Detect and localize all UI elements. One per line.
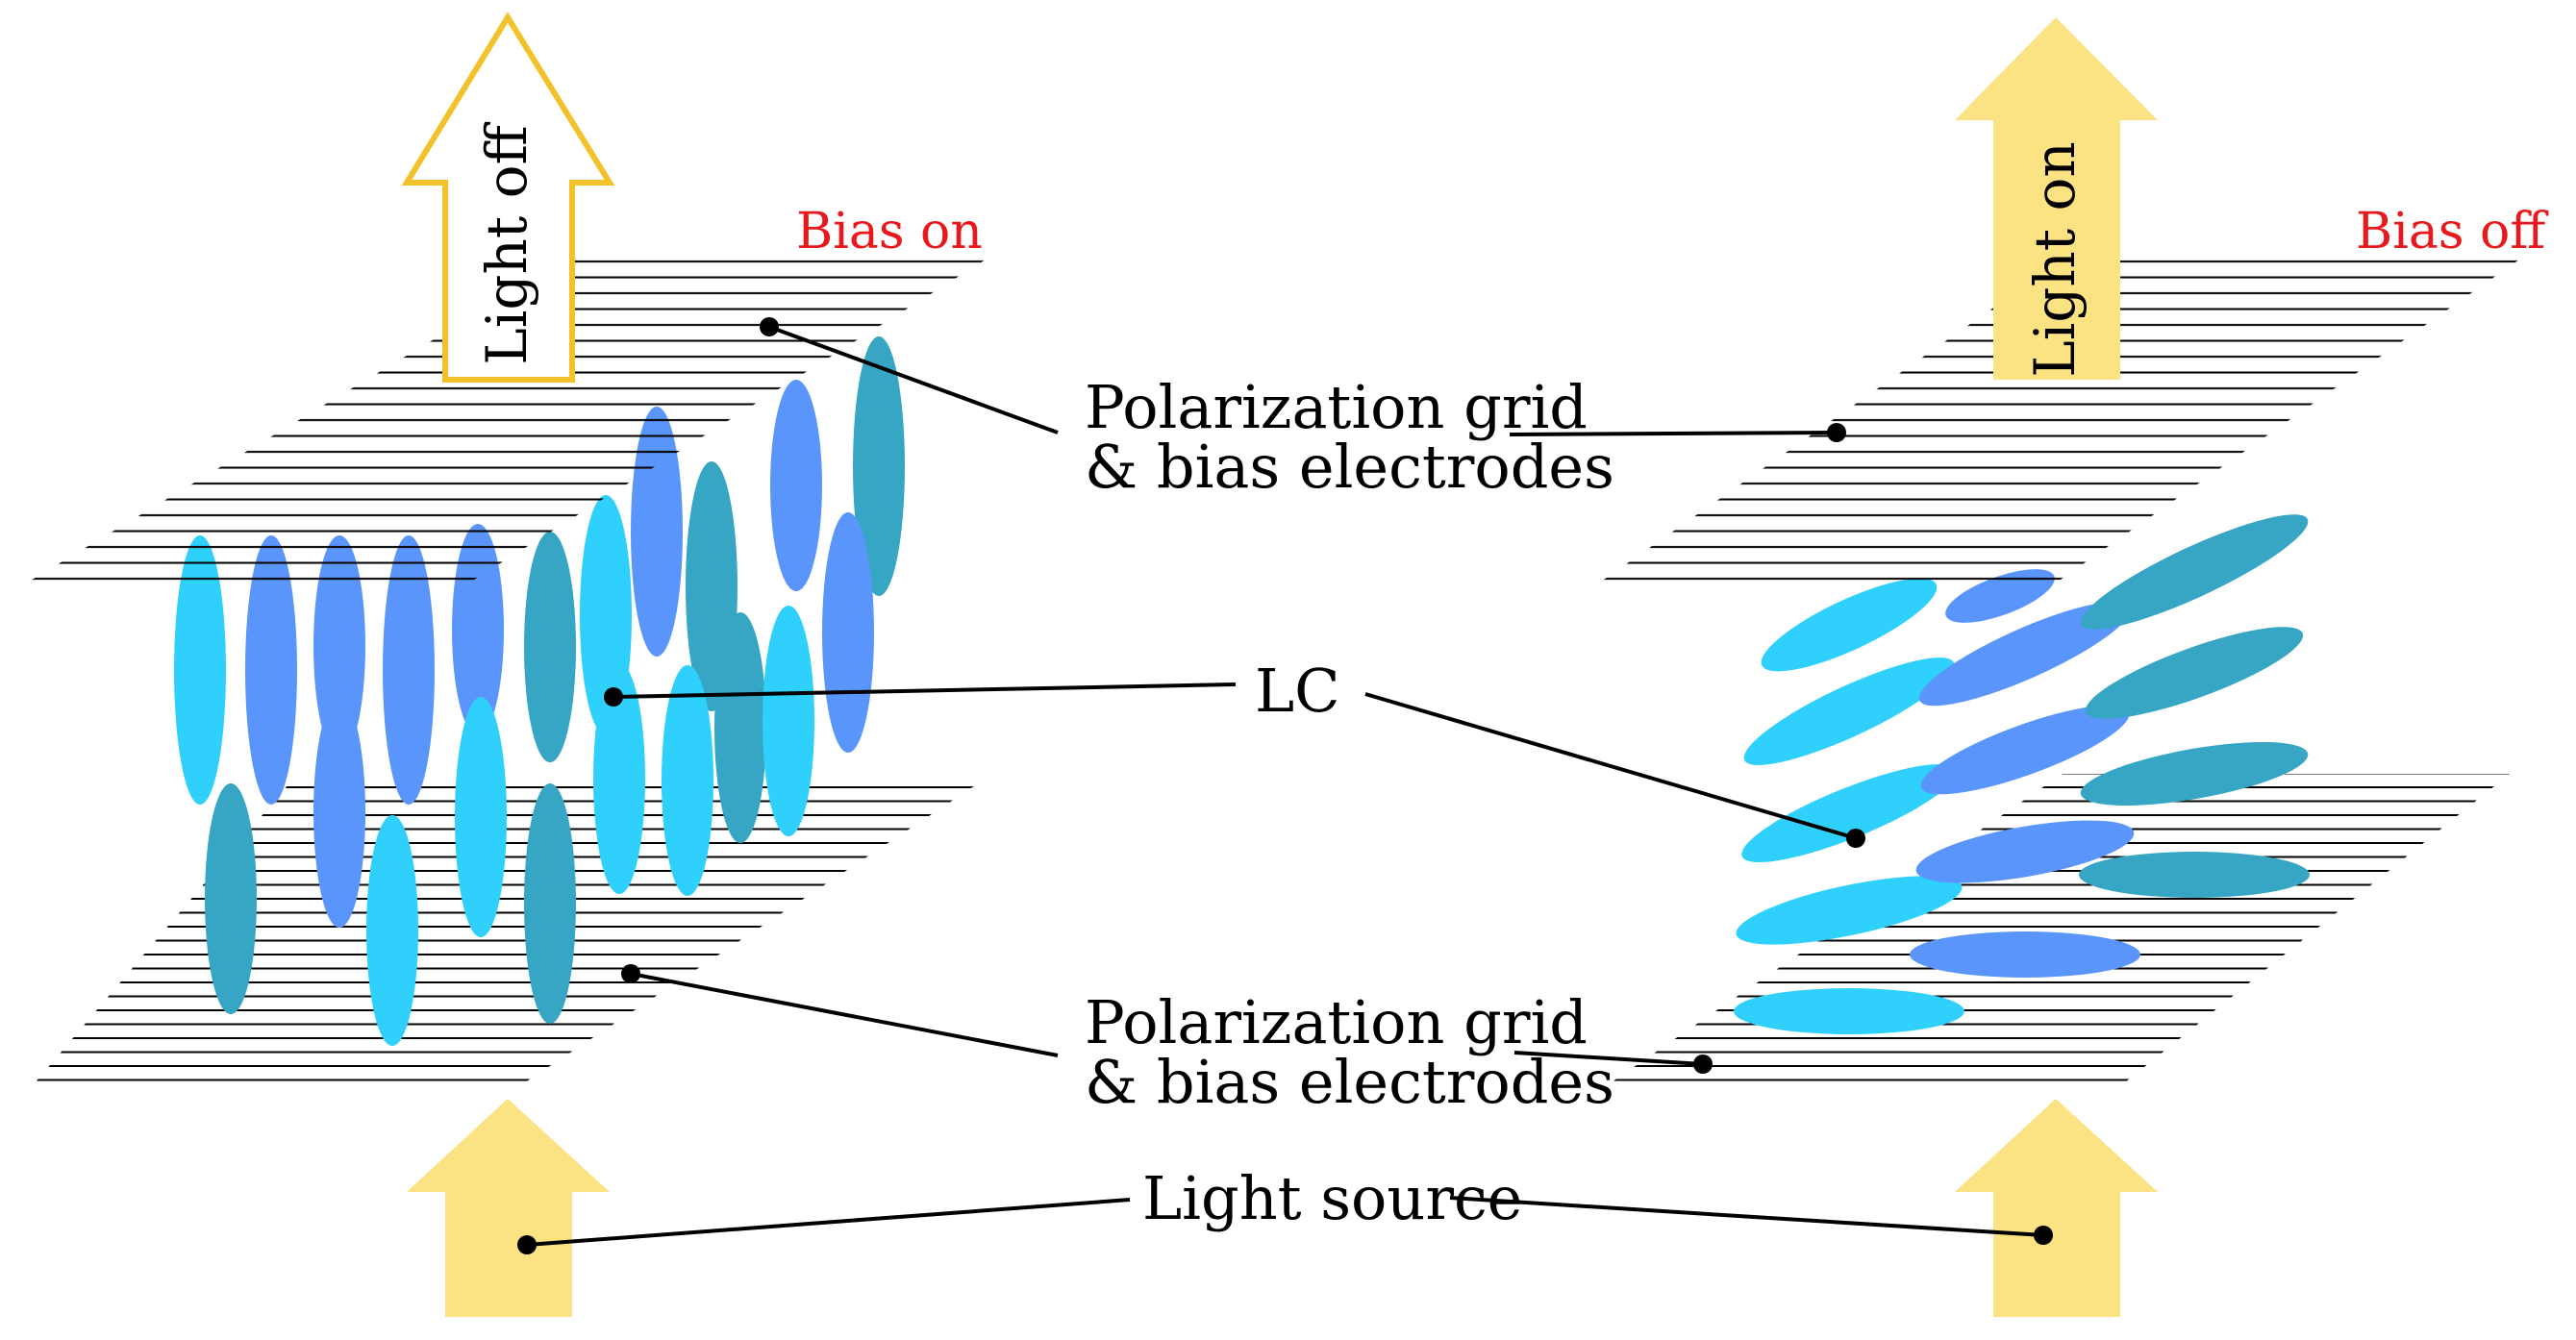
light-on-label: Light on: [2022, 141, 2088, 378]
left-top-polarization-grid: [29, 260, 986, 582]
callout-lc-right: [1364, 692, 1857, 840]
lc-molecule: [2080, 514, 2309, 630]
lc-molecule: [763, 606, 814, 836]
lc-molecule: [2085, 627, 2304, 719]
right-top-polarization-grid: [1601, 260, 2519, 582]
light-on-arrow: [1955, 17, 2158, 380]
lc-molecule: [1743, 658, 1955, 765]
lc-molecule: [1741, 763, 1957, 863]
center-labels: Polarization grid & bias electrodes LC P…: [1085, 372, 1614, 1233]
bottom-grid-label-line2: & bias electrodes: [1085, 1047, 1614, 1117]
lc-molecule: [1915, 820, 2135, 883]
lc-molecule: [1920, 705, 2130, 795]
lc-molecule: [245, 535, 297, 805]
lc-molecule: [366, 815, 418, 1046]
lc-molecule: [2079, 852, 2310, 898]
light-source-label: Light source: [1142, 1163, 1522, 1233]
left-light-source-arrow: [407, 1099, 610, 1317]
bottom-grid-label-line1: Polarization grid: [1085, 987, 1588, 1057]
lc-molecule: [313, 535, 365, 757]
right-panel: Light on Bias off: [1601, 17, 2549, 1317]
right-lc-molecules: [1734, 514, 2310, 1034]
callout-dot: [604, 687, 623, 707]
lc-molecule: [1945, 569, 2055, 623]
lc-molecule: [174, 535, 226, 805]
lc-molecule: [205, 783, 257, 1014]
lc-molecule: [1910, 931, 2140, 978]
lc-label: LC: [1255, 656, 1340, 726]
light-off-label: Light off: [474, 122, 539, 365]
lc-molecule: [1761, 578, 1938, 672]
left-bias-label: Bias on: [796, 203, 983, 261]
callout-bottom-grid-right: [1513, 1051, 1704, 1066]
lc-molecule: [714, 612, 766, 843]
left-output-arrow: Light off: [401, 12, 615, 383]
lc-molecule: [383, 535, 435, 805]
callout-dot: [760, 317, 779, 336]
callout-top-grid-left: [768, 325, 1059, 434]
lc-molecule: [455, 697, 507, 937]
lc-molecule: [1736, 876, 1963, 945]
callout-dot: [1827, 423, 1846, 442]
callout-dot: [1693, 1055, 1713, 1074]
top-grid-label-line1: Polarization grid: [1085, 372, 1588, 442]
light-off-arrow: [401, 12, 615, 383]
lc-molecule: [593, 663, 645, 894]
left-lc-molecules: [174, 336, 905, 1046]
right-light-source-arrow: [1955, 1099, 2158, 1317]
callout-light-source-right: [1449, 1196, 2044, 1237]
lc-molecule: [2080, 741, 2309, 806]
callout-dot: [517, 1235, 537, 1254]
lc-molecule: [524, 532, 576, 762]
callout-bottom-grid-left: [630, 972, 1059, 1057]
lc-molecule: [1734, 988, 1964, 1034]
callout-dots: [517, 317, 2053, 1254]
callout-dot: [1846, 829, 1865, 848]
callout-lc-left: [613, 682, 1237, 699]
left-bottom-polarization-grid: [34, 779, 986, 1084]
callout-light-source-left: [526, 1198, 1131, 1247]
lc-molecule: [1918, 601, 2132, 707]
callout-lines: [526, 325, 2044, 1247]
right-bias-label: Bias off: [2356, 203, 2549, 261]
lc-molecule: [770, 380, 822, 591]
top-grid-label-line2: & bias electrodes: [1085, 432, 1614, 502]
callout-dot: [2034, 1226, 2053, 1245]
lc-molecule: [853, 336, 905, 596]
left-panel: Light off Bias on: [29, 12, 986, 1317]
lc-molecule: [524, 783, 576, 1024]
lc-molecule: [822, 512, 874, 753]
callout-dot: [621, 964, 640, 983]
lc-molecule: [313, 697, 365, 928]
lc-molecule: [662, 665, 713, 896]
callout-top-grid-right: [1509, 431, 1838, 436]
